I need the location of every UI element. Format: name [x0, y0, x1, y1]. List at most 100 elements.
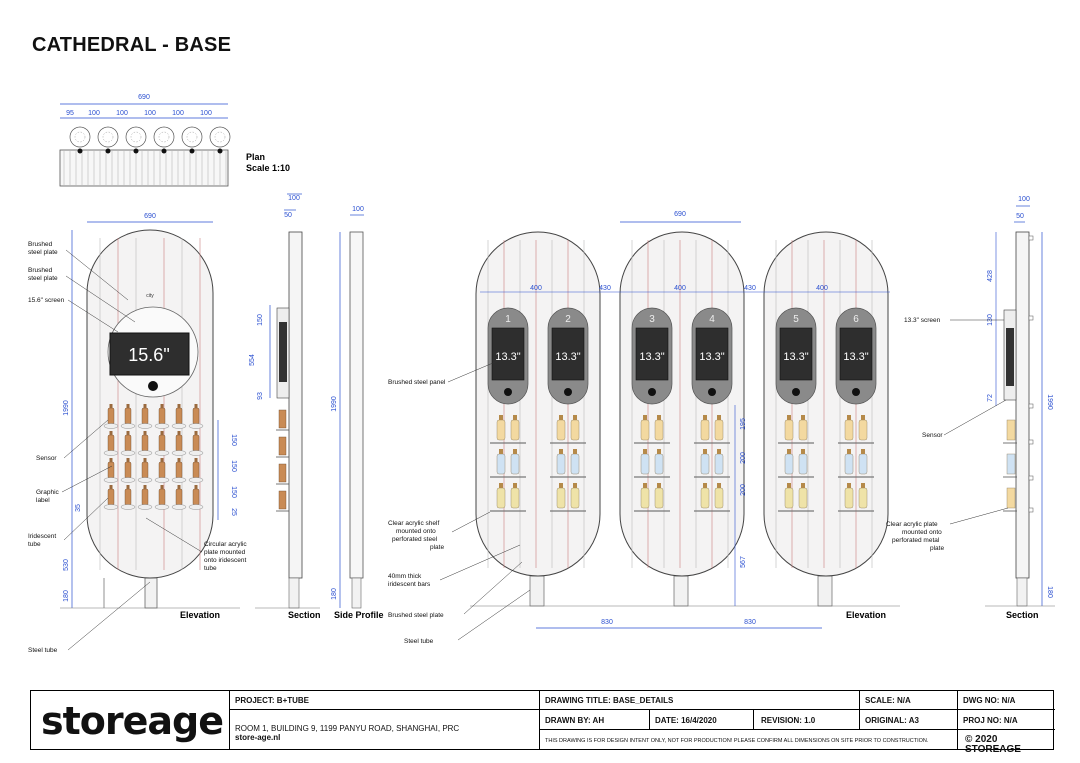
- callout-screen-13: 13.3" screen: [904, 317, 941, 324]
- bottle: [158, 407, 166, 425]
- sensor-dot: [648, 388, 656, 396]
- tb-revision: REVISION: 1.0: [761, 716, 816, 725]
- left-section: 100 50 150 554 93 Section: [249, 193, 321, 620]
- bottle: [124, 407, 132, 425]
- tb-project: PROJECT: B+TUBE: [235, 696, 310, 705]
- product-bottle: [858, 419, 868, 441]
- left-dim-150b: 150: [230, 460, 237, 472]
- screen-number: 5: [793, 314, 799, 325]
- title-block: storeage PROJECT: B+TUBE ROOM 1, BUILDIN…: [30, 690, 1055, 755]
- bottle: [175, 488, 183, 506]
- left-logo-text: city: [146, 293, 154, 299]
- bottle: [1006, 453, 1016, 475]
- plan-tube-circle: [153, 126, 175, 148]
- left-dim-180: 180: [63, 590, 70, 602]
- right-dim-430a: 430: [599, 285, 611, 292]
- plan-tube-circle: [209, 126, 231, 148]
- product-bottle: [700, 487, 710, 509]
- plan-sensor-dot: [189, 148, 195, 154]
- display-pod: [619, 231, 745, 577]
- right-dim-830b: 830: [744, 619, 756, 626]
- product-bottle: [784, 453, 794, 475]
- sec-left-dim-150: 150: [257, 314, 264, 326]
- screen: [839, 327, 873, 381]
- screen-size-text: 13.3": [495, 351, 520, 363]
- side-dim-180: 180: [331, 588, 338, 600]
- pod-stand: [673, 575, 689, 607]
- right-dim-400b: 400: [674, 285, 686, 292]
- left-dim-width: 690: [144, 213, 156, 220]
- sec-right-label: Section: [1006, 610, 1039, 620]
- plan-tube-circle: [181, 126, 203, 148]
- tb-proj-no: PROJ NO: N/A: [963, 716, 1018, 725]
- product-bottle: [798, 487, 808, 509]
- bottle: [158, 461, 166, 479]
- screen-size-text: 13.3": [843, 351, 868, 363]
- left-screen-text: 15.6": [128, 345, 169, 365]
- screen-number: 4: [709, 314, 715, 325]
- bottle: [107, 488, 115, 506]
- left-elevation-label: Elevation: [180, 610, 220, 620]
- right-dim-430b: 430: [744, 285, 756, 292]
- plan-sensor-dot: [105, 148, 111, 154]
- plan-sensor-dot: [77, 148, 83, 154]
- pod-stand: [529, 575, 545, 607]
- product-bottle: [858, 453, 868, 475]
- left-elevation: 15.6" city 690 1990 530 180 150 150 150 …: [28, 213, 247, 654]
- product-bottle: [510, 453, 520, 475]
- plan-dim-label: 100: [172, 110, 184, 117]
- plan-dim-total: 690: [138, 94, 150, 101]
- sec-right-dim-180: 180: [1046, 586, 1053, 598]
- right-dim-567: 567: [740, 556, 747, 568]
- product-bottle: [700, 419, 710, 441]
- screen-size-text: 13.3": [783, 351, 808, 363]
- left-dim-25: 25: [230, 508, 237, 516]
- screen-size-text: 13.3": [699, 351, 724, 363]
- plan-tube-circle: [125, 126, 147, 148]
- sec-right-dim-428: 428: [987, 270, 994, 282]
- product-bottle: [640, 453, 650, 475]
- bottle: [175, 461, 183, 479]
- right-dim-200a: 200: [740, 452, 747, 464]
- left-dim-530: 530: [63, 559, 70, 571]
- screen-number: 1: [505, 314, 511, 325]
- product-bottle: [496, 487, 506, 509]
- side-profile-label: Side Profile: [334, 610, 384, 620]
- bottle: [192, 488, 200, 506]
- plan-tube-circle: [69, 126, 91, 148]
- bottle: [278, 463, 287, 483]
- bottle: [141, 407, 149, 425]
- left-dim-height: 1990: [63, 400, 70, 416]
- bottle: [107, 407, 115, 425]
- bottle: [1006, 419, 1016, 441]
- left-dim-35: 35: [75, 504, 82, 512]
- callout-sensor-right: Sensor: [922, 432, 943, 439]
- right-section: 100 50 428 130 72 1990 180 Section 13.3"…: [886, 196, 1055, 620]
- plan-sensor-dot: [217, 148, 223, 154]
- left-dim-150a: 150: [230, 434, 237, 446]
- plan-dim-label: 100: [88, 110, 100, 117]
- screen-number: 6: [853, 314, 859, 325]
- sec-left-dim-93: 93: [257, 392, 264, 400]
- right-dim-830a: 830: [601, 619, 613, 626]
- bottle: [278, 436, 287, 456]
- right-dim-690: 690: [674, 211, 686, 218]
- sec-left-label: Section: [288, 610, 321, 620]
- product-bottle: [714, 419, 724, 441]
- screen-size-text: 13.3": [639, 351, 664, 363]
- product-bottle: [714, 453, 724, 475]
- plan-sensor-dot: [133, 148, 139, 154]
- plan-sensor-dot: [161, 148, 167, 154]
- display-pod: [763, 231, 889, 577]
- screen-size-text: 13.3": [555, 351, 580, 363]
- bottle: [192, 461, 200, 479]
- bottle: [141, 461, 149, 479]
- screen-number: 2: [565, 314, 571, 325]
- product-bottle: [570, 453, 580, 475]
- bottle: [124, 488, 132, 506]
